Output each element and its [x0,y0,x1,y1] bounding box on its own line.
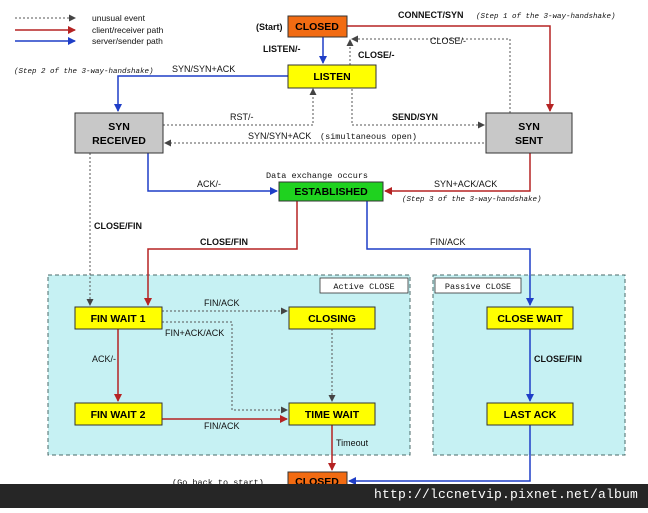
state-last-ack-box [486,402,574,426]
label-fin-ack-right: FIN/ACK [430,237,466,247]
label-close-fin-left: CLOSE/FIN [94,221,142,231]
label-step1: (Step 1 of the 3-way-handshake) [476,13,616,21]
state-last-ack: LAST ACK [504,409,557,421]
state-close-wait-box [486,306,574,330]
edge-synsent-established [384,153,531,195]
edge-synsent-closed [351,35,511,113]
state-established-box [278,181,384,202]
state-syn-sent-line2: SENT [515,135,544,147]
watermark-bar: http://lccnetvip.pixnet.net/album [0,484,648,508]
passive-close-tag [434,277,522,294]
edge-synrcvd-listen [163,88,317,126]
active-close-tag [319,277,409,294]
state-time-wait-box [288,402,376,426]
label-close-slash-top: CLOSE/- [358,50,395,60]
label-send-syn: SEND/SYN [392,112,438,122]
state-closed-top: CLOSED [295,21,339,33]
label-data-exchange: Data exchange occurs [266,171,368,181]
state-syn-sent-line1: SYN [518,121,540,133]
state-time-wait: TIME WAIT [305,409,360,421]
legend-server-label: server/sender path [92,36,163,46]
label-fin-ack-closing: FIN/ACK [204,298,240,308]
state-close-wait: CLOSE WAIT [497,313,563,325]
label-connect-syn: CONNECT/SYN [398,10,464,20]
state-listen-box [287,64,377,89]
state-syn-sent-box [485,112,573,154]
label-simultaneous: (simultaneous open) [320,132,417,142]
label-listen-slash: LISTEN/- [263,44,301,54]
label-rst: RST/- [230,112,254,122]
label-step2: (Step 2 of the 3-way-handshake) [14,68,154,76]
state-closing: CLOSING [308,313,356,325]
edge-established-closewait [366,201,534,306]
edge-listen-synrcvd [114,75,288,112]
label-ack-dash: ACK/- [197,179,221,189]
passive-close-region [432,274,626,456]
edge-established-finwait1 [144,201,298,306]
label-close-fin-mid: CLOSE/FIN [200,237,248,247]
active-close-title: Active CLOSE [333,282,394,292]
label-ack-dash-fw: ACK/- [92,354,116,364]
legend-unusual-label: unusual event [92,13,146,23]
state-fin-wait-2-box [74,402,163,426]
state-closing-box [288,306,376,330]
label-syn-synack-simul: SYN/SYN+ACK [248,131,311,141]
legend-client-label: client/receiver path [92,25,164,35]
edge-closed-synsent [347,25,554,112]
label-timeout: Timeout [336,438,369,448]
label-close-fin-passive: CLOSE/FIN [534,354,582,364]
label-syn-synack: SYN/SYN+ACK [172,64,235,74]
state-closed-top-box [287,15,348,38]
label-fin-ack-fw2: FIN/ACK [204,421,240,431]
label-go-back: (Go back to start) [172,478,264,488]
edge-finwait1-timewait [162,321,288,414]
label-step3: (Step 3 of the 3-way-handshake) [402,196,542,204]
state-syn-received-line1: SYN [108,121,130,133]
watermark-url: http://lccnetvip.pixnet.net/album [373,487,638,502]
label-finack-ack: FIN+ACK/ACK [165,328,224,338]
edge-lastack-closed [348,425,531,485]
state-fin-wait-1-box [74,306,163,330]
label-start: (Start) [256,22,283,32]
state-established: ESTABLISHED [294,186,368,198]
state-listen: LISTEN [313,71,350,83]
state-fin-wait-2: FIN WAIT 2 [91,409,146,421]
edge-listen-synsent [351,89,485,129]
label-synack-ack: SYN+ACK/ACK [434,179,497,189]
passive-close-title: Passive CLOSE [445,282,511,292]
state-fin-wait-1: FIN WAIT 1 [91,313,146,325]
state-syn-received-line2: RECEIVED [92,135,146,147]
label-close-slash-right: CLOSE/- [430,36,466,46]
state-syn-received-box [74,112,164,154]
edge-synrcvd-established [147,153,278,195]
